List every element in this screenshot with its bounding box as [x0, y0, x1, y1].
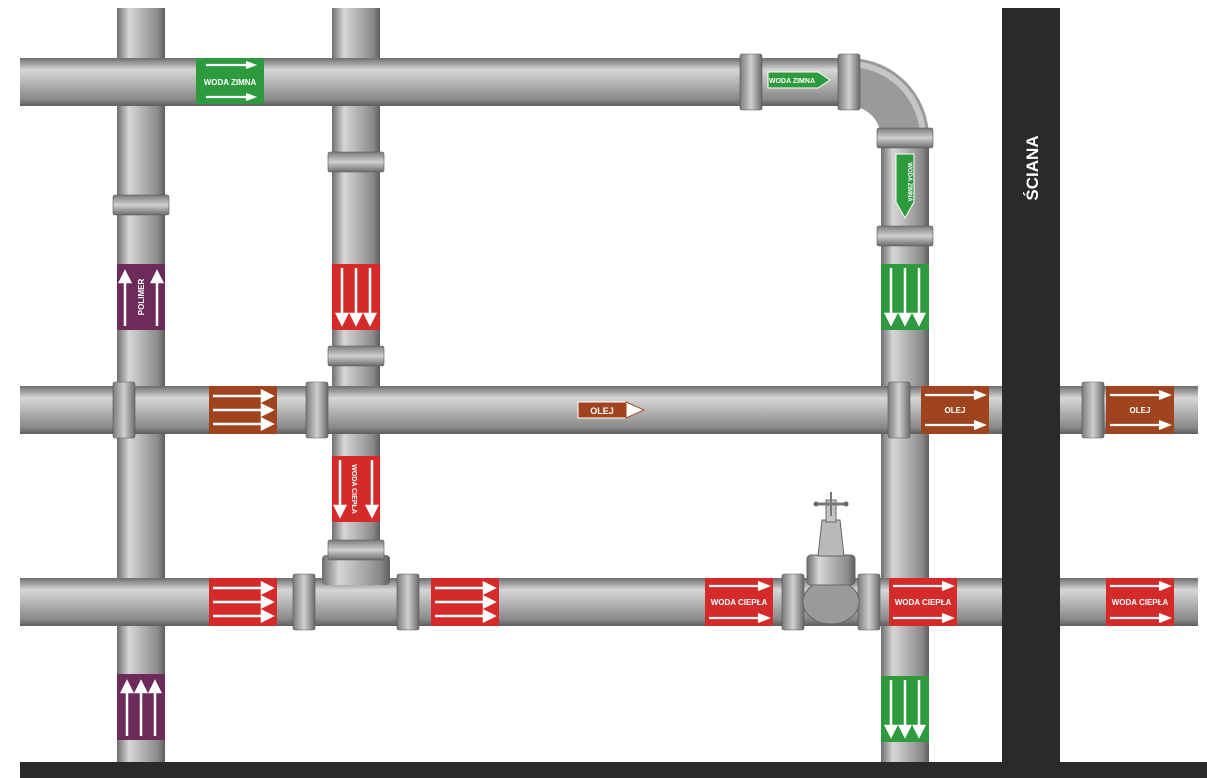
label-woda-zimna-1: WODA ZIMNA [196, 58, 264, 104]
flow-arrows-green-2 [881, 676, 929, 742]
flow-arrows-red-h-1 [209, 578, 277, 626]
wall-label: ŚCIANA [1023, 135, 1042, 200]
label-woda-ciepla-vertical: WODA CIEPŁA [332, 456, 380, 522]
wall [1002, 8, 1060, 778]
label-woda-zimna-2: WODA ZIMNA [767, 71, 831, 89]
label-polimer: POLIMER [117, 264, 165, 330]
label-text-woda-ciepla-vertical: WODA CIEPŁA [350, 464, 357, 514]
flanges-vertical [112, 127, 934, 561]
label-text-woda-ciepla-1: WODA CIEPŁA [711, 598, 768, 607]
pipe-vertical-3 [881, 130, 929, 764]
floor [20, 762, 1207, 778]
label-olej-1: OLEJ [577, 401, 646, 419]
label-text-woda-ciepla-3: WODA CIEPŁA [1112, 598, 1169, 607]
label-woda-ciepla-2: WODA CIEPŁA [889, 578, 957, 626]
label-text-olej-2: OLEJ [945, 406, 966, 415]
label-text-woda-zimna-3: WODA ZIMNA [906, 162, 912, 202]
label-woda-ciepla-3: WODA CIEPŁA [1106, 578, 1174, 626]
flow-arrows-green-1 [881, 264, 929, 330]
pipe-tee [322, 555, 390, 585]
flow-arrows-red-h-2 [431, 578, 499, 626]
label-woda-ciepla-1: WODA CIEPŁA [705, 578, 773, 626]
label-text-polimer: POLIMER [137, 279, 146, 316]
label-woda-zimna-3: WODA ZIMNA [895, 153, 915, 220]
pipe-horizontal-top [20, 58, 860, 106]
label-olej-3: OLEJ [1106, 386, 1174, 434]
gate-valve[interactable] [802, 492, 860, 625]
label-text-olej-3: OLEJ [1130, 406, 1151, 415]
flow-arrows-purple [117, 674, 165, 740]
pipe-elbow [850, 58, 929, 138]
label-text-woda-zimna-2: WODA ZIMNA [769, 78, 815, 85]
label-olej-2: OLEJ [921, 386, 989, 434]
flanges-horizontal [112, 53, 1105, 631]
label-text-olej-1: OLEJ [590, 406, 614, 416]
label-text-woda-ciepla-2: WODA CIEPŁA [895, 598, 952, 607]
label-text-woda-zimna-1: WODA ZIMNA [204, 78, 257, 87]
flow-arrows-red-vertical-1 [332, 264, 380, 330]
flow-arrows-brown [209, 386, 277, 434]
